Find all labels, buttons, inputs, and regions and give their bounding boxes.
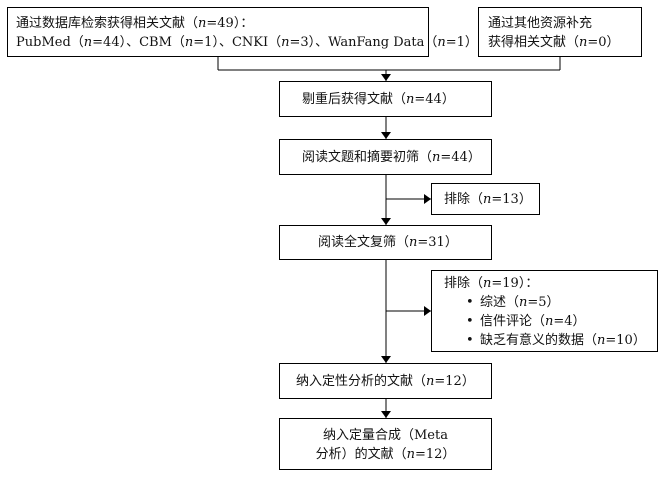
db-search-line2: PubMed（n=44）、CBM（n=1）、CNKI（n=3）、WanFang … [16, 33, 478, 52]
excluded2-item: • 综述（n=5） [444, 293, 657, 312]
quantitative-synthesis-box: 纳入定量合成（Meta 分析）的文献（n=12） [279, 418, 492, 470]
text: =44） [440, 150, 481, 165]
arrowhead-fulltext [381, 218, 391, 225]
text: PubMed（ [16, 35, 84, 50]
text: =44）、CBM（ [92, 35, 185, 50]
text: 综述（ [480, 295, 520, 310]
text: =12） [434, 374, 475, 389]
arrowhead-screen [381, 132, 391, 139]
text: 阅读文题和摘要初筛（ [302, 150, 433, 165]
text: 剔重后获得文献（ [302, 92, 407, 107]
arrowhead-dedup [381, 74, 391, 81]
n-symbol: n [281, 35, 290, 50]
other-sources-line2: 获得相关文献（n=0） [488, 33, 632, 52]
bullet-icon: • [466, 333, 474, 348]
other-sources-line1: 通过其他资源补充 [488, 16, 593, 31]
text: =10） [605, 333, 646, 348]
qualitative-analysis-box: 纳入定性分析的文献（n=12） [279, 363, 492, 399]
text: =1） [445, 35, 478, 50]
n-symbol: n [483, 276, 492, 291]
n-symbol: n [406, 447, 415, 462]
qualitative-text: 纳入定性分析的文献（n=12） [296, 372, 491, 391]
db-search-line1: 通过数据库检索获得相关文献（n=49）： [16, 14, 420, 33]
bullet-icon: • [466, 314, 474, 329]
excluded-box-1: 排除（n=13） [431, 183, 540, 215]
text: 阅读全文复筛（ [318, 235, 410, 250]
n-symbol: n [426, 374, 435, 389]
arrowhead-quantitative [381, 411, 391, 418]
fulltext-screening-box: 阅读全文复筛（n=31） [279, 225, 492, 260]
excluded2-item: • 缺乏有意义的数据（n=10） [444, 331, 657, 350]
text: 分析）的文献（ [315, 447, 407, 462]
fulltext-text: 阅读全文复筛（n=31） [318, 233, 491, 252]
excluded2-head: 排除（n=19）： [444, 274, 657, 293]
n-symbol: n [483, 192, 492, 207]
quantitative-line2: 分析）的文献（n=12） [280, 445, 491, 464]
n-symbol: n [545, 314, 554, 329]
text: 获得相关文献（ [488, 35, 580, 50]
arrowhead-excluded2 [424, 306, 431, 316]
text: =49）： [206, 16, 254, 31]
dedup-text: 剔重后获得文献（n=44） [302, 90, 491, 109]
text: =3）、WanFang Data（ [289, 35, 438, 50]
n-symbol: n [519, 295, 528, 310]
text: =5） [527, 295, 560, 310]
text: =13） [491, 192, 532, 207]
n-symbol: n [198, 16, 207, 31]
text: =44） [414, 92, 455, 107]
db-search-box: 通过数据库检索获得相关文献（n=49）： PubMed（n=44）、CBM（n=… [7, 7, 478, 57]
n-symbol: n [579, 35, 588, 50]
screen-title-text: 阅读文题和摘要初筛（n=44） [302, 148, 491, 167]
n-symbol: n [432, 150, 441, 165]
text: =19）： [491, 276, 539, 291]
text: 纳入定性分析的文献（ [296, 374, 427, 389]
dedup-box: 剔重后获得文献（n=44） [279, 81, 492, 117]
text: 排除（ [444, 192, 484, 207]
quantitative-line1: 纳入定量合成（Meta [323, 428, 448, 443]
text: =12） [414, 447, 456, 462]
n-symbol: n [406, 92, 415, 107]
text: =31） [417, 235, 458, 250]
title-abstract-screening-box: 阅读文题和摘要初筛（n=44） [279, 139, 492, 175]
text: 通过数据库检索获得相关文献（ [16, 16, 199, 31]
text: =0） [587, 35, 620, 50]
n-symbol: n [83, 35, 93, 50]
excluded2-item: • 信件评论（n=4） [444, 312, 657, 331]
n-symbol: n [437, 35, 446, 50]
text: =1）、CNKI（ [193, 35, 282, 50]
arrowhead-qualitative [381, 356, 391, 363]
arrowhead-excluded1 [424, 194, 431, 204]
excluded-box-2: 排除（n=19）： •综述（n=5） •信件评论（n=4） •缺乏有意义的数据（… [431, 270, 658, 352]
bullet-icon: • [466, 295, 474, 310]
n-symbol: n [184, 35, 194, 50]
other-sources-box: 通过其他资源补充 获得相关文献（n=0） [478, 7, 642, 57]
n-symbol: n [597, 333, 606, 348]
text: =4） [553, 314, 586, 329]
text: 缺乏有意义的数据（ [480, 333, 598, 348]
text: 信件评论（ [480, 314, 546, 329]
text: 排除（ [444, 276, 484, 291]
n-symbol: n [409, 235, 418, 250]
excluded1-text: 排除（n=13） [444, 190, 539, 209]
